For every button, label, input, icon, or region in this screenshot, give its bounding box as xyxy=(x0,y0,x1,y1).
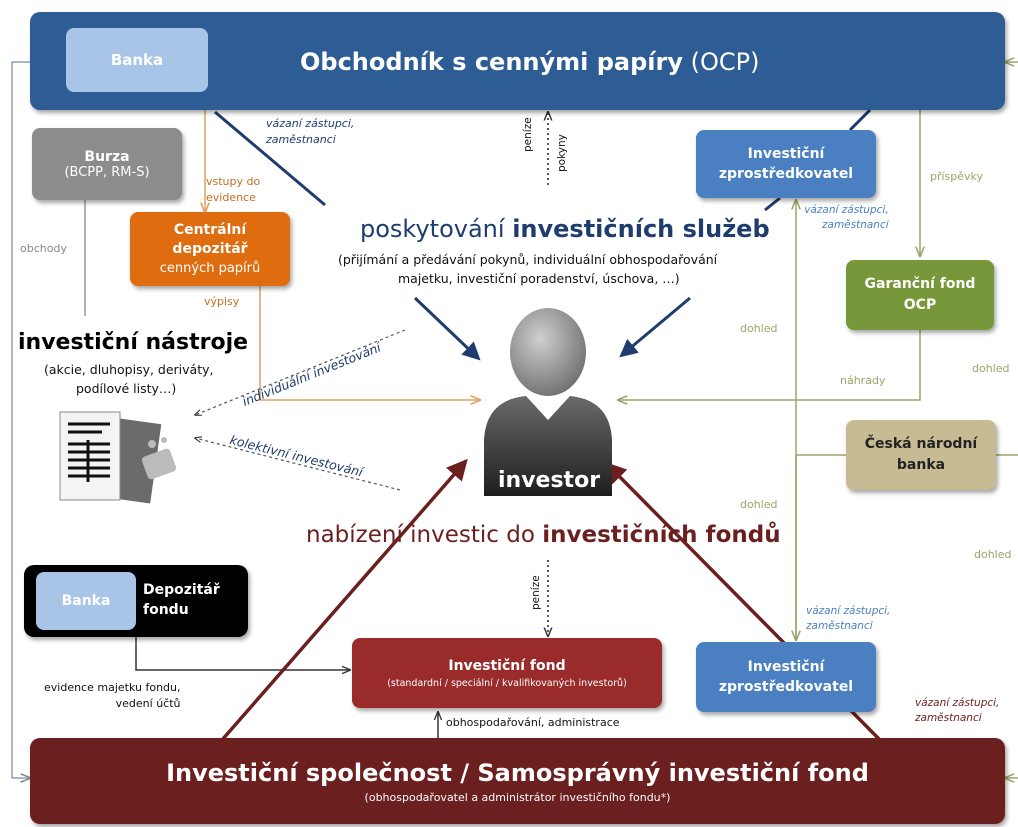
label-vazani-top: vázaní zástupci,zaměstnanci xyxy=(266,117,355,146)
label-obchody: obchody xyxy=(20,242,67,255)
instruments-sub-1: (akcie, dluhopisy, deriváty, xyxy=(44,362,214,377)
label-vazani-low: vázaní zástupci,zaměstnanci xyxy=(806,605,891,632)
label-vypisy: výpisy xyxy=(204,295,240,308)
label-vazani-mid: vázaní zástupci,zaměstnanci xyxy=(804,204,889,231)
services-sub-2: majetku, investiční poradenství, úschova… xyxy=(398,271,680,286)
garancni-line2: OCP xyxy=(903,297,937,313)
label-dohled-2: dohled xyxy=(740,498,778,511)
instruments-sub-2: podílové listy…) xyxy=(76,381,177,396)
services-sub-1: (přijímání a předávání pokynů, individuá… xyxy=(338,252,718,267)
cnb-line2: banka xyxy=(896,457,946,473)
cdcp-line1: Centrální xyxy=(173,221,247,238)
interm-bottom-line1: Investiční xyxy=(747,659,825,675)
burza-sub: (BCPP, RM-S) xyxy=(64,164,150,180)
intermediary-bottom-box: Investiční zprostředkovatel xyxy=(696,642,876,712)
intermediary-top-box: Investiční zprostředkovatel xyxy=(696,130,876,198)
label-pokyny: pokyny xyxy=(556,134,568,172)
label-dohled-1: dohled xyxy=(740,322,778,335)
vypisy-connector xyxy=(259,286,480,400)
guarantee-fund-box: Garanční fond OCP xyxy=(846,260,994,330)
cdcp-line3: cenných papírů xyxy=(159,260,261,276)
label-dohled-right: dohled xyxy=(972,362,1010,375)
inv-fond-sub: (standardní / speciální / kvalifikovanýc… xyxy=(387,677,627,689)
investor-label: investor xyxy=(498,468,601,493)
fund-offering-heading: nabízení investic do investičních fondů xyxy=(306,522,781,548)
cnb-line1: Česká národní xyxy=(864,436,978,452)
ocp-title: Obchodník s cennými papíry (OCP) xyxy=(300,48,760,76)
label-penize-bottom: peníze xyxy=(530,575,542,610)
interm-bottom-line2: zprostředkovatel xyxy=(718,679,854,695)
garancni-line1: Garanční fond xyxy=(864,276,976,292)
investment-fund-box: Investiční fond (standardní / speciální … xyxy=(352,638,662,708)
investor-icon xyxy=(478,300,618,500)
ocp-bank-box: Banka xyxy=(66,28,208,92)
label-vazani-right: vázaní zástupci,zaměstnanci xyxy=(915,697,1000,724)
inv-fond-title: Investiční fond xyxy=(448,657,566,674)
documents-icon xyxy=(52,410,192,510)
label-obhospodarovani: obhospodařování, administrace xyxy=(446,716,620,729)
label-evidence: evidence majetku fondu,vedení účtů xyxy=(44,681,181,710)
label-nahrady: náhrady xyxy=(840,374,886,387)
fund-depository-bank-label: Banka xyxy=(61,593,111,609)
is-title: Investiční společnost / Samosprávný inve… xyxy=(166,758,869,787)
fund-depository-title: Depozitář fondu xyxy=(143,582,220,618)
cdcp-line2: depozitář xyxy=(172,240,248,257)
ocp-bank-label: Banka xyxy=(110,51,164,69)
instruments-heading: investiční nástroje xyxy=(18,330,249,355)
fund-depository-bank-box: Banka xyxy=(36,572,136,630)
burza-name: Burza xyxy=(84,148,130,165)
label-prispevky: příspěvky xyxy=(930,170,984,183)
label-penize-top: peníze xyxy=(522,117,534,152)
label-dohled-right-2: dohled xyxy=(974,548,1012,561)
central-depository-box: Centrální depozitář cenných papírů xyxy=(130,212,290,286)
investment-company-bar: Investiční společnost / Samosprávný inve… xyxy=(30,738,1005,824)
outer-left-connector xyxy=(11,61,30,778)
burza-box: Burza (BCPP, RM-S) xyxy=(32,128,182,200)
services-heading: poskytování investičních služeb xyxy=(360,215,770,243)
is-sub: (obhospodařovatel a administrátor invest… xyxy=(364,790,671,804)
interm-top-line1: Investiční xyxy=(747,146,825,162)
cnb-box: Česká národní banka xyxy=(846,420,996,490)
interm-top-line2: zprostředkovatel xyxy=(718,166,854,182)
